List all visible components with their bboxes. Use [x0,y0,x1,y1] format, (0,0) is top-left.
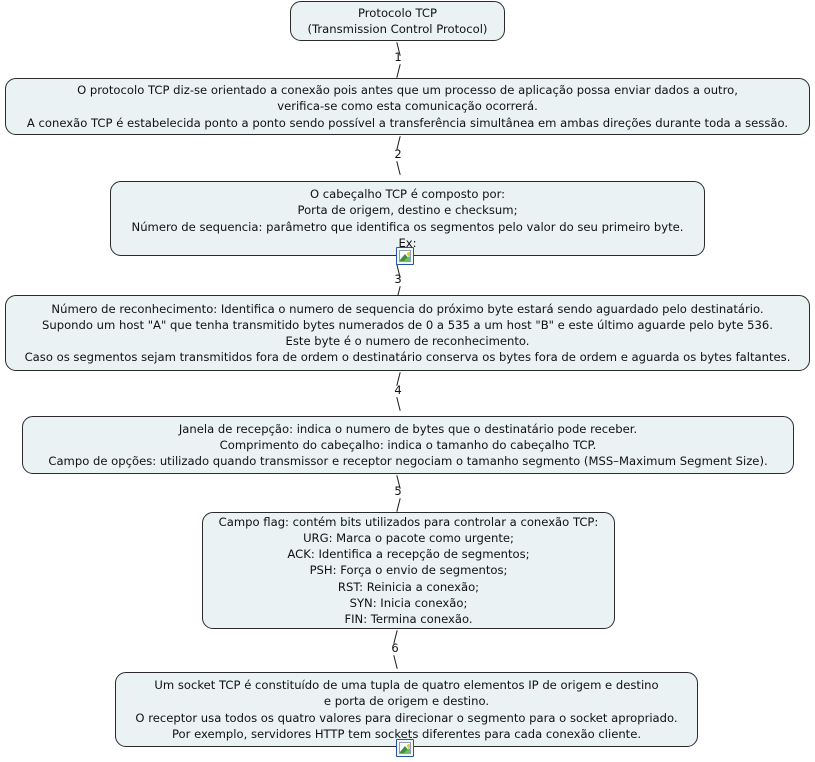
connector-6: 6 [365,630,425,669]
connector-label: 4 [394,383,402,397]
broken-image-icon[interactable] [396,739,414,757]
connector-segment-lower [393,655,398,669]
node-line: Protocolo TCP [358,5,437,20]
node-line: (Transmission Control Protocol) [307,22,488,36]
node-numero-de-reconhecimento[interactable]: Número de reconhecimento: Identifica o n… [5,295,810,371]
node-line: Supondo um host "A" que tenha transmitid… [42,317,773,332]
connector-label: 6 [391,641,399,655]
connector-label: 5 [394,484,402,498]
node-line: RST: Reinicia a conexão; [337,579,480,594]
connector-label: 2 [394,147,402,161]
connector-label: 3 [394,272,402,286]
node-line: Ex: [398,235,417,250]
node-line: FIN: Termina conexão. [344,612,473,627]
connector-segment-lower [396,397,401,411]
connector-segment-lower [396,498,401,512]
node-line: Caso os segmentos sejam transmitidos for… [24,350,791,365]
node-socket-tcp[interactable]: Um socket TCP é constituído de uma tupla… [115,672,698,747]
node-line: Um socket TCP é constituído de uma tupla… [154,678,659,693]
node-line: O receptor usa todos os quatro valores p… [135,710,678,725]
connector-5: 5 [368,475,428,512]
node-line: Campo flag: contém bits utilizados para … [218,514,599,529]
node-cabecalho-tcp[interactable]: O cabeçalho TCP é composto por: Porta de… [110,181,705,256]
connector-2: 2 [368,136,428,175]
image-icon-hill-secondary [404,748,410,753]
image-icon-frame [399,742,411,754]
node-line: Número de reconhecimento: Identifica o n… [51,301,764,316]
node-line: verifica-se como esta comunicação ocorre… [277,99,538,114]
connector-label: 1 [394,50,402,64]
node-line: Comprimento do cabeçalho: indica o taman… [219,437,597,452]
connector-segment-lower [396,64,401,78]
node-line: Este byte é o numero de reconhecimento. [285,334,530,348]
node-line: Por exemplo, servidores HTTP tem sockets… [171,726,642,741]
image-icon-frame [399,250,411,262]
connector-3: 3 [368,264,428,300]
connector-1: 1 [368,42,428,78]
node-orientado-a-conexao[interactable]: O protocolo TCP diz-se orientado a conex… [5,78,810,135]
node-line: PSH: Força o envio de segmentos; [309,563,508,578]
connector-segment-lower [396,161,401,175]
node-line: Campo de opções: utilizado quando transm… [48,454,768,469]
node-line: O protocolo TCP diz-se orientado a conex… [77,83,738,98]
node-line: URG: Marca o pacote como urgente; [303,531,514,545]
node-protocolo-tcp-root[interactable]: Protocolo TCP (Transmission Control Prot… [290,1,505,41]
node-line: e porta de origem e destino. [323,694,490,709]
node-line: Porta de origem, destino e checksum; [297,203,518,218]
node-line: O cabeçalho TCP é composto por: [309,187,506,202]
node-line: Janela de recepção: indica o numero de b… [178,421,638,436]
image-icon-hill-secondary [404,256,410,261]
node-line: Número de sequencia: parâmetro que ident… [131,219,684,234]
node-line: ACK: Identifica a recepção de segmentos; [287,547,530,562]
broken-image-icon[interactable] [396,247,414,265]
node-janela-de-recepcao[interactable]: Janela de recepção: indica o numero de b… [22,416,794,474]
node-campo-flag[interactable]: Campo flag: contém bits utilizados para … [202,512,615,629]
connector-4: 4 [368,372,428,411]
node-line: SYN: Inicia conexão; [349,595,468,610]
node-line: A conexão TCP é estabelecida ponto a pon… [26,115,789,130]
